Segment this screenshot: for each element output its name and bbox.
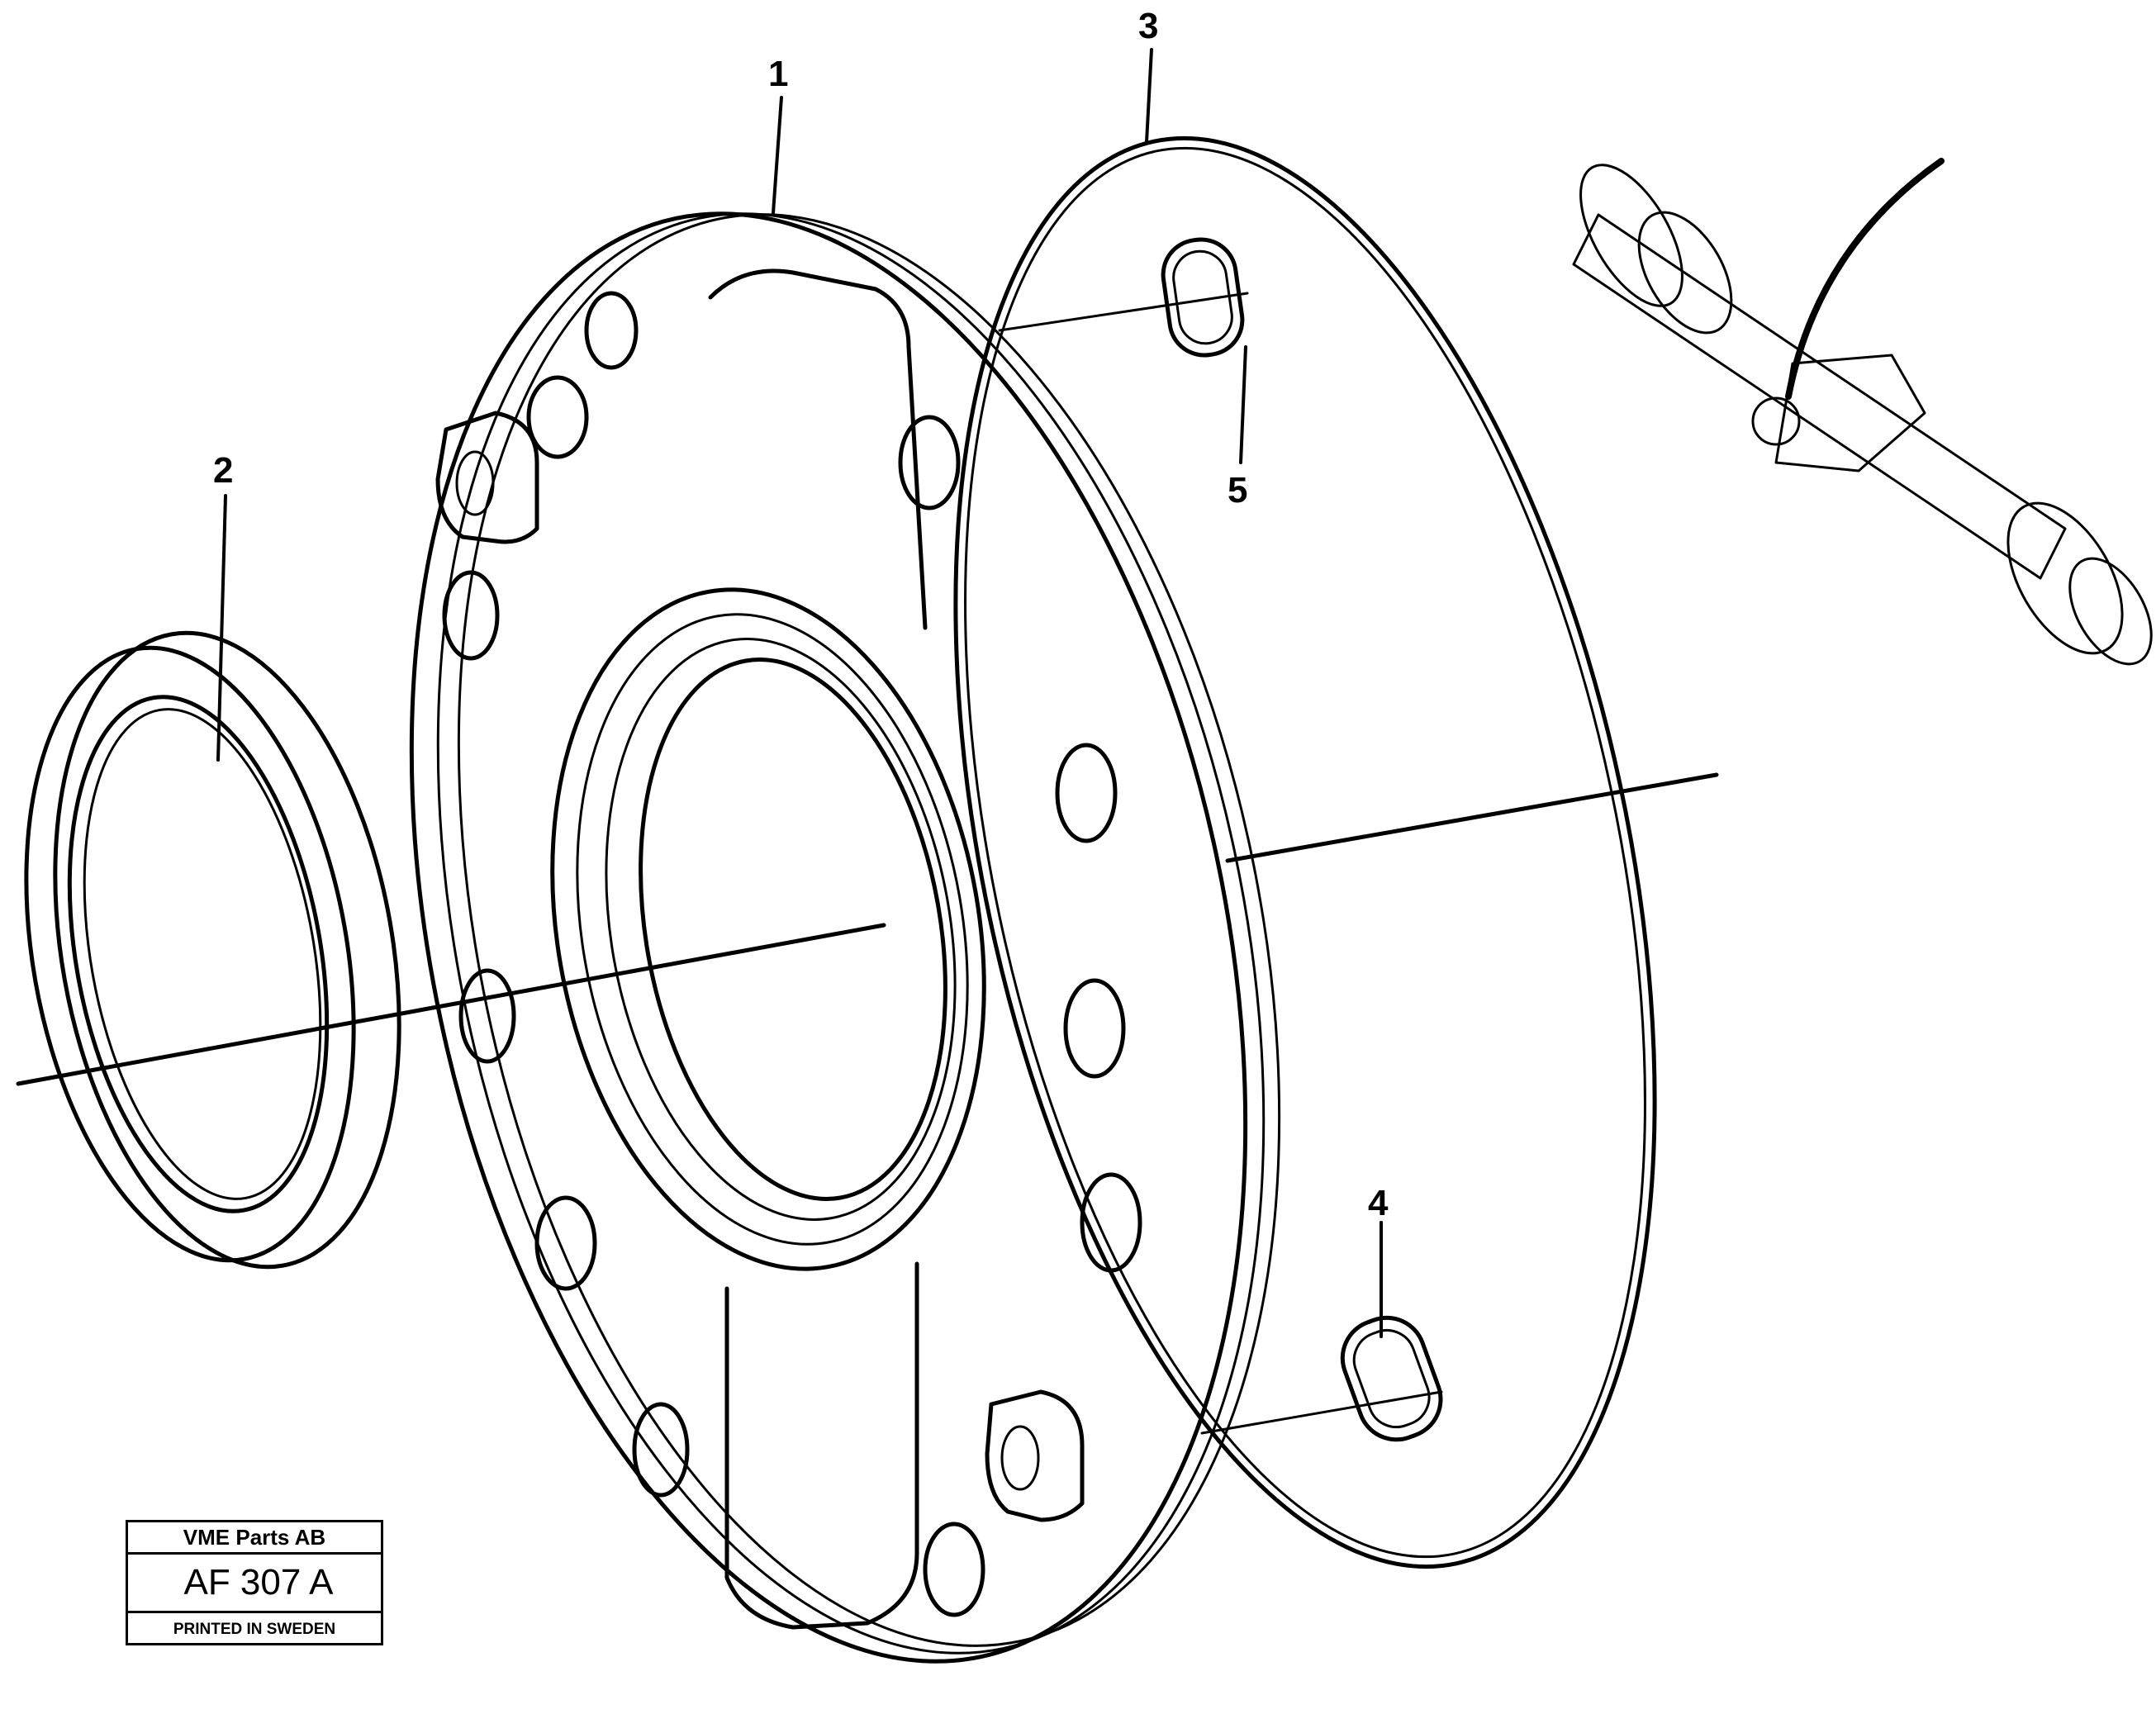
leader-3: [1145, 48, 1153, 144]
callout-2: 2: [213, 450, 234, 491]
part-2-shaft-seal: [24, 630, 401, 1270]
callout-3: 3: [1138, 6, 1159, 46]
callout-1: 1: [768, 54, 789, 94]
part-3-oring: [953, 135, 1657, 1569]
leader-5: [1239, 345, 1247, 464]
printed-notice: PRINTED IN SWEDEN: [173, 1621, 336, 1638]
axle-location-thumbnail: [1572, 158, 2153, 666]
part-5-oval-oring: [998, 237, 1249, 358]
part-4-oval-oring: [1200, 1315, 1443, 1442]
leader-2: [216, 494, 227, 762]
drawing-reference: AF 307 A: [128, 1555, 381, 1613]
centre-axis-line: [16, 772, 1719, 1086]
part-1-hub-housing: [409, 211, 1281, 1664]
title-block: VME Parts AB AF 307 A PRINTED IN SWEDEN: [126, 1520, 383, 1645]
company-name: VME Parts AB: [128, 1522, 381, 1555]
callout-5: 5: [1228, 470, 1248, 510]
callout-4: 4: [1368, 1183, 1389, 1223]
leader-1: [772, 96, 783, 215]
